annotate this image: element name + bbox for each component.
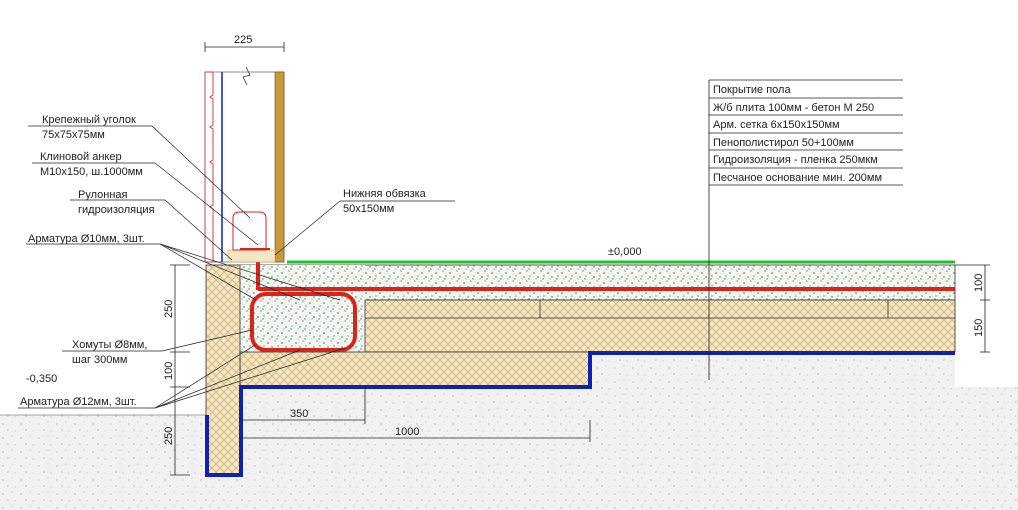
dim-beam-height: 250: [163, 300, 175, 318]
label-rebar10: Арматура Ø10мм, 3шт.: [28, 233, 145, 245]
dim-1000: 1000: [395, 426, 419, 438]
dim-under-slab: 100: [163, 362, 175, 380]
break-mark: [242, 66, 251, 86]
label-anchor-2: М10х150, ш.1000мм: [40, 166, 143, 178]
label-angle-1: Крепежный уголок: [42, 114, 136, 126]
label-sill-2: 50х150мм: [343, 203, 394, 215]
label-roll-1: Рулонная: [78, 189, 128, 201]
floor-layer: Покрытие пола: [713, 84, 791, 96]
floor-layers-list: Покрытие пола Ж/б плита 100мм - бетон М …: [713, 84, 882, 184]
floor-layer: Пенополистирол 50+100мм: [713, 137, 854, 149]
dim-350: 350: [290, 408, 308, 420]
floor-layer: Арм. сетка 6х150х150мм: [713, 119, 840, 131]
dim-footing-depth: 250: [163, 427, 175, 445]
floor-layer: Ж/б плита 100мм - бетон М 250: [713, 102, 874, 114]
label-stirrups-1: Хомуты Ø8мм,: [72, 339, 147, 351]
concrete-beam: [240, 265, 365, 352]
floor-insulation: [364, 299, 956, 353]
floor-layer: Гидроизоляция - пленка 250мкм: [713, 154, 878, 166]
dim-insulation: 150: [973, 319, 985, 337]
floor-layer: Песчаное основание мин. 200мм: [713, 172, 882, 184]
beam-stirrup: [250, 292, 357, 352]
vertical-insulation: [205, 264, 241, 476]
label-sill-1: Нижняя обвязка: [343, 188, 427, 200]
label-rebar12: Арматура Ø12мм, 3шт.: [20, 396, 137, 408]
label-angle-2: 75х75х75мм: [42, 129, 105, 141]
label-roll-2: гидроизоляция: [78, 204, 155, 216]
label-stirrups-2: шаг 300мм: [72, 354, 128, 366]
label-anchor-1: Клиновой анкер: [40, 151, 122, 163]
waterproofing-line: [205, 351, 955, 477]
level-floor: ±0,000: [608, 246, 642, 258]
horizontal-insulation: [239, 351, 591, 388]
mounting-angle: [232, 211, 267, 251]
dim-wall-width: 225: [234, 34, 252, 46]
level-ground: -0,350: [26, 373, 57, 385]
dim-slab: 100: [973, 274, 985, 292]
inner-sheathing: [274, 71, 285, 263]
sand-base-right: [590, 352, 955, 392]
siding: [204, 71, 214, 263]
sill-plate: [227, 249, 276, 263]
ground-soil: [0, 415, 1018, 510]
